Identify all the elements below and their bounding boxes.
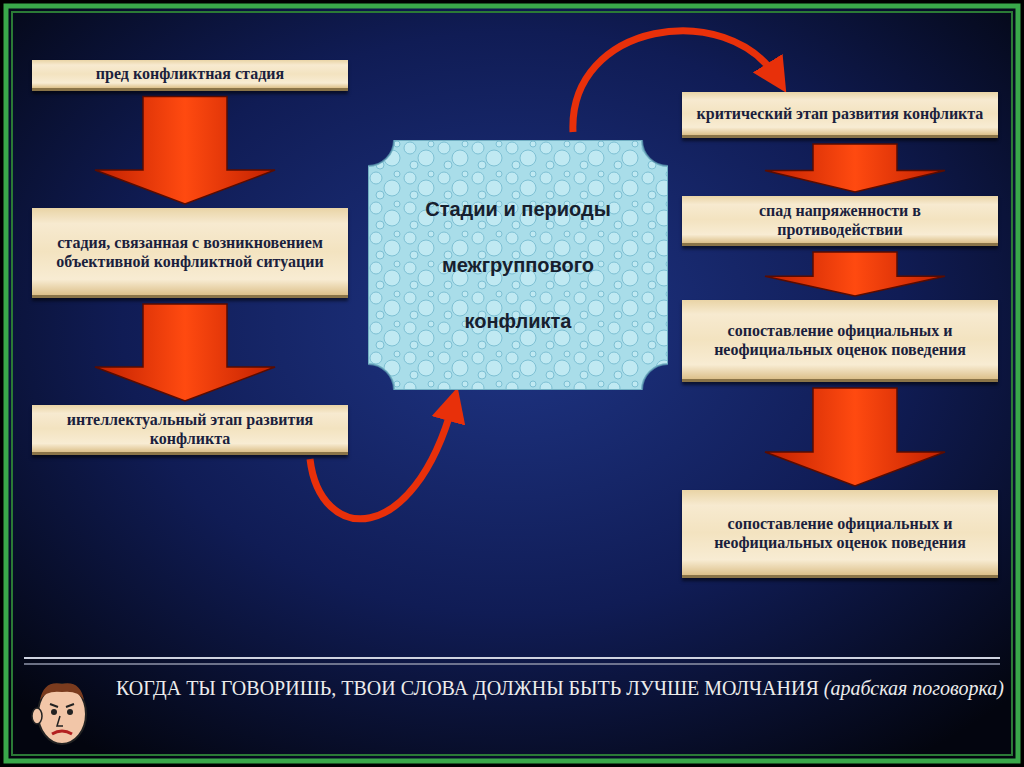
stage-box: сопоставление официальных и неофициальны… (682, 300, 998, 382)
stage-text: пред конфликтная стадия (96, 64, 284, 83)
stage-box: пред конфликтная стадия (32, 60, 348, 91)
stage-box: сопоставление официальных и неофициальны… (682, 490, 998, 578)
block-arrow (765, 144, 945, 192)
block-arrow (765, 388, 945, 486)
stage-text: сопоставление официальных и неофициальны… (696, 321, 984, 359)
block-arrow (95, 97, 275, 205)
stage-text: критический этап развития конфликта (697, 104, 984, 123)
title-panel: Стадии и периоды межгруппового конфликта (368, 140, 668, 390)
stage-text: стадия, связанная с возникновением объек… (46, 233, 334, 271)
face-icon (32, 683, 86, 744)
caption: КОГДА ТЫ ГОВОРИШЬ, ТВОИ СЛОВА ДОЛЖНЫ БЫТ… (116, 677, 819, 699)
stage-box: спад напряженности в противодействии (682, 196, 998, 246)
stage-text: интеллектуальный этап развития конфликта (46, 410, 334, 448)
stage-text: Стадии и периоды межгруппового конфликта (418, 181, 618, 349)
stage-text: сопоставление официальных и неофициальны… (696, 514, 984, 552)
block-arrow (95, 304, 275, 401)
block-arrow (765, 252, 945, 296)
stage-box: стадия, связанная с возникновением объек… (32, 208, 348, 298)
stage-text: спад напряженности в противодействии (696, 201, 984, 239)
source-note: (арабская поговорка) (824, 677, 1004, 699)
stage-box: интеллектуальный этап развития конфликта (32, 405, 348, 455)
stage-box: критический этап развития конфликта (682, 92, 998, 138)
caption-block: КОГДА ТЫ ГОВОРИШЬ, ТВОИ СЛОВА ДОЛЖНЫ БЫТ… (110, 674, 1010, 702)
